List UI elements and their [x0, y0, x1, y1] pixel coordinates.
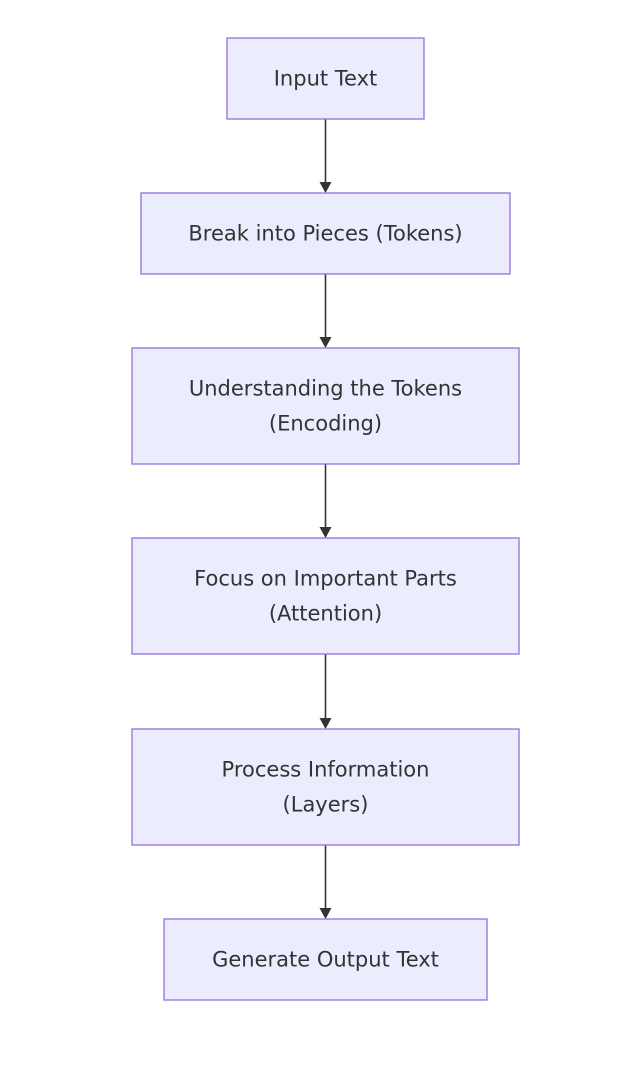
- arrowhead-icon: [319, 908, 332, 919]
- arrowhead-icon: [319, 718, 332, 729]
- node-attention: Focus on Important Parts (Attention): [131, 537, 520, 655]
- node-encoding: Understanding the Tokens (Encoding): [131, 347, 520, 465]
- node-attention-label-line-1: Focus on Important Parts: [194, 567, 457, 591]
- node-layers: Process Information (Layers): [131, 728, 520, 846]
- arrowhead-icon: [319, 337, 332, 348]
- node-output-label-line-1: Generate Output Text: [212, 948, 439, 972]
- node-input-box: [226, 37, 425, 120]
- node-layers-label-line-1: Process Information: [222, 758, 430, 782]
- node-encoding-label-line-2: (Encoding): [269, 412, 382, 436]
- node-input-label-line-1: Input Text: [274, 67, 378, 91]
- node-tokens-label-line-1: Break into Pieces (Tokens): [188, 222, 462, 246]
- node-attention-box: [131, 537, 520, 655]
- node-attention-label-line-2: (Attention): [269, 602, 382, 626]
- node-tokens-box: [140, 192, 511, 275]
- node-tokens: Break into Pieces (Tokens): [140, 192, 511, 275]
- node-input: Input Text: [226, 37, 425, 120]
- arrowhead-icon: [319, 182, 332, 193]
- edges-layer: [319, 119, 332, 919]
- node-encoding-box: [131, 347, 520, 465]
- node-layers-box: [131, 728, 520, 846]
- node-encoding-label-line-1: Understanding the Tokens: [189, 377, 462, 401]
- node-output: Generate Output Text: [163, 918, 488, 1001]
- arrowhead-icon: [319, 527, 332, 538]
- node-output-box: [163, 918, 488, 1001]
- node-layers-label-line-2: (Layers): [283, 793, 369, 817]
